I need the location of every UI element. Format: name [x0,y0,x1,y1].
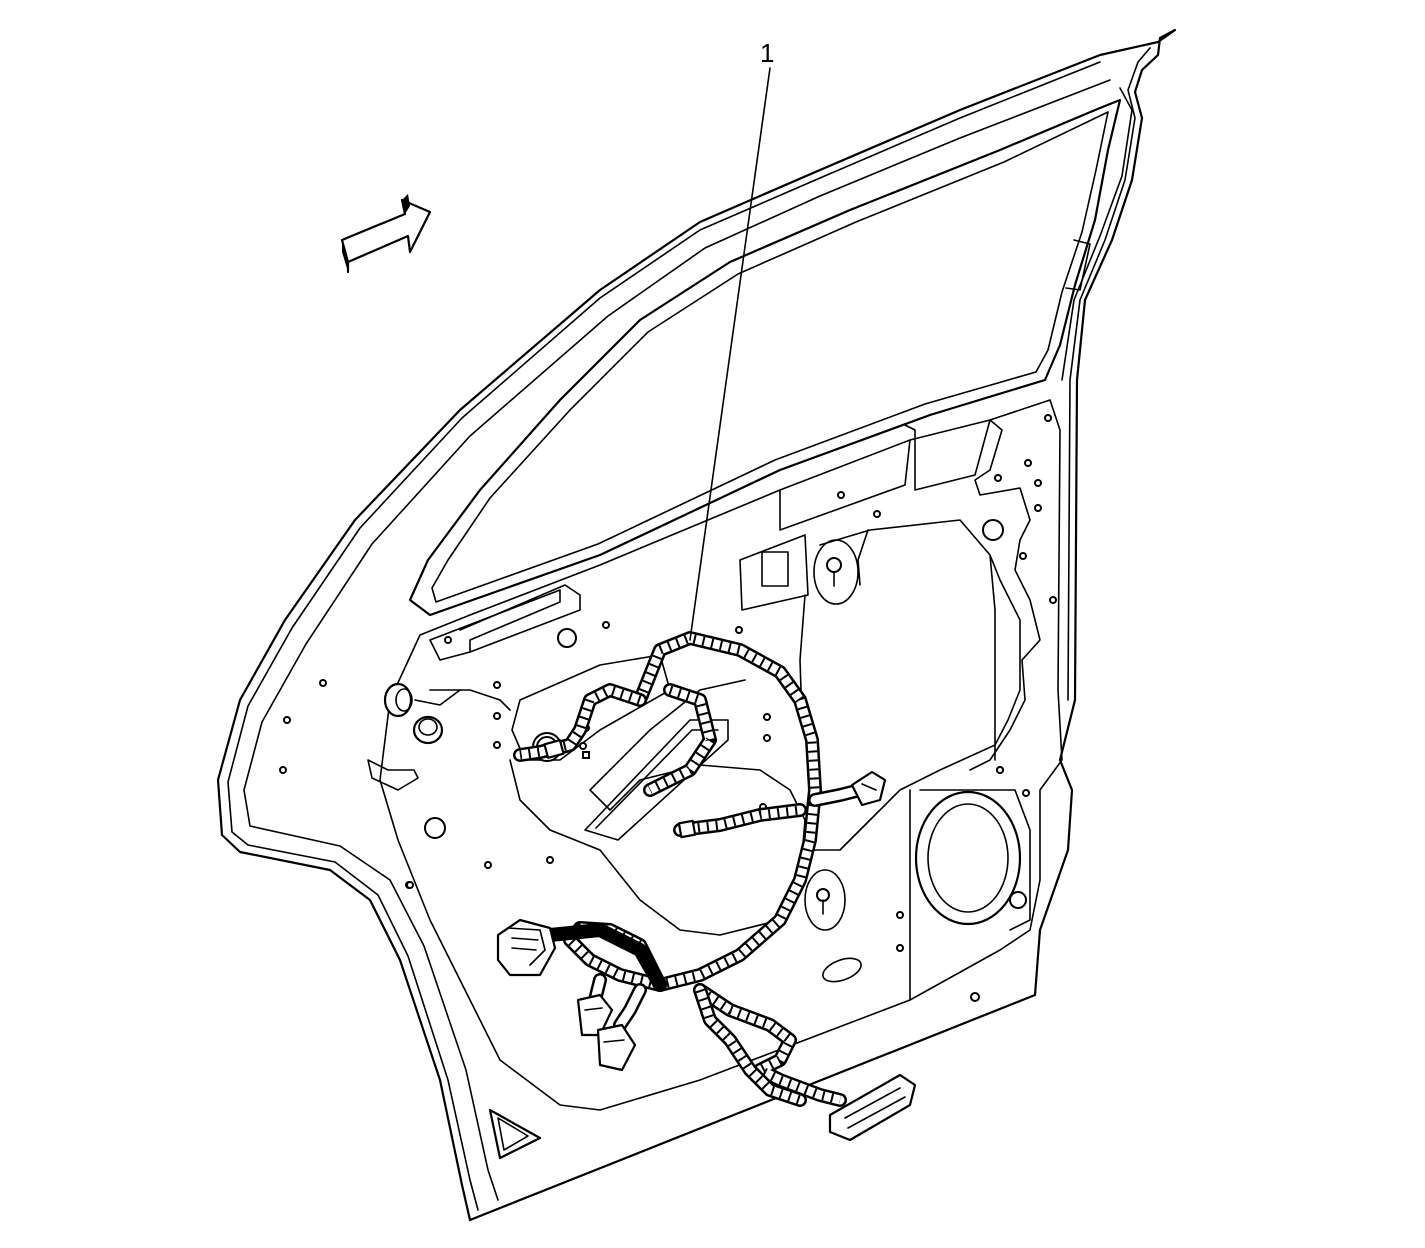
inner-panel [379,399,1063,1111]
access-hole-large [509,654,806,936]
handle-pocket [367,759,419,791]
keyhole-slot-lower [804,869,846,931]
grommet-lower [412,715,444,745]
connector-lower-right [828,1073,917,1142]
window-opening [408,98,1122,617]
clip-upper [543,739,565,759]
connector-mid-right [850,770,887,807]
callout-1: 1 [689,38,774,641]
speaker-opening [914,789,1031,931]
triangle-drain [488,1108,542,1160]
wiring-harness-icon [414,631,867,1107]
grommet-upper [383,682,413,718]
door-outer-frame [216,28,1177,1222]
clip-center [677,819,697,839]
callout-1-label: 1 [760,38,774,68]
connector-lower-left [576,993,637,1072]
keyhole-slot-upper [813,539,859,605]
drain-slot [822,957,862,983]
connector-left-main [496,918,557,977]
direction-arrow-icon [340,194,432,274]
